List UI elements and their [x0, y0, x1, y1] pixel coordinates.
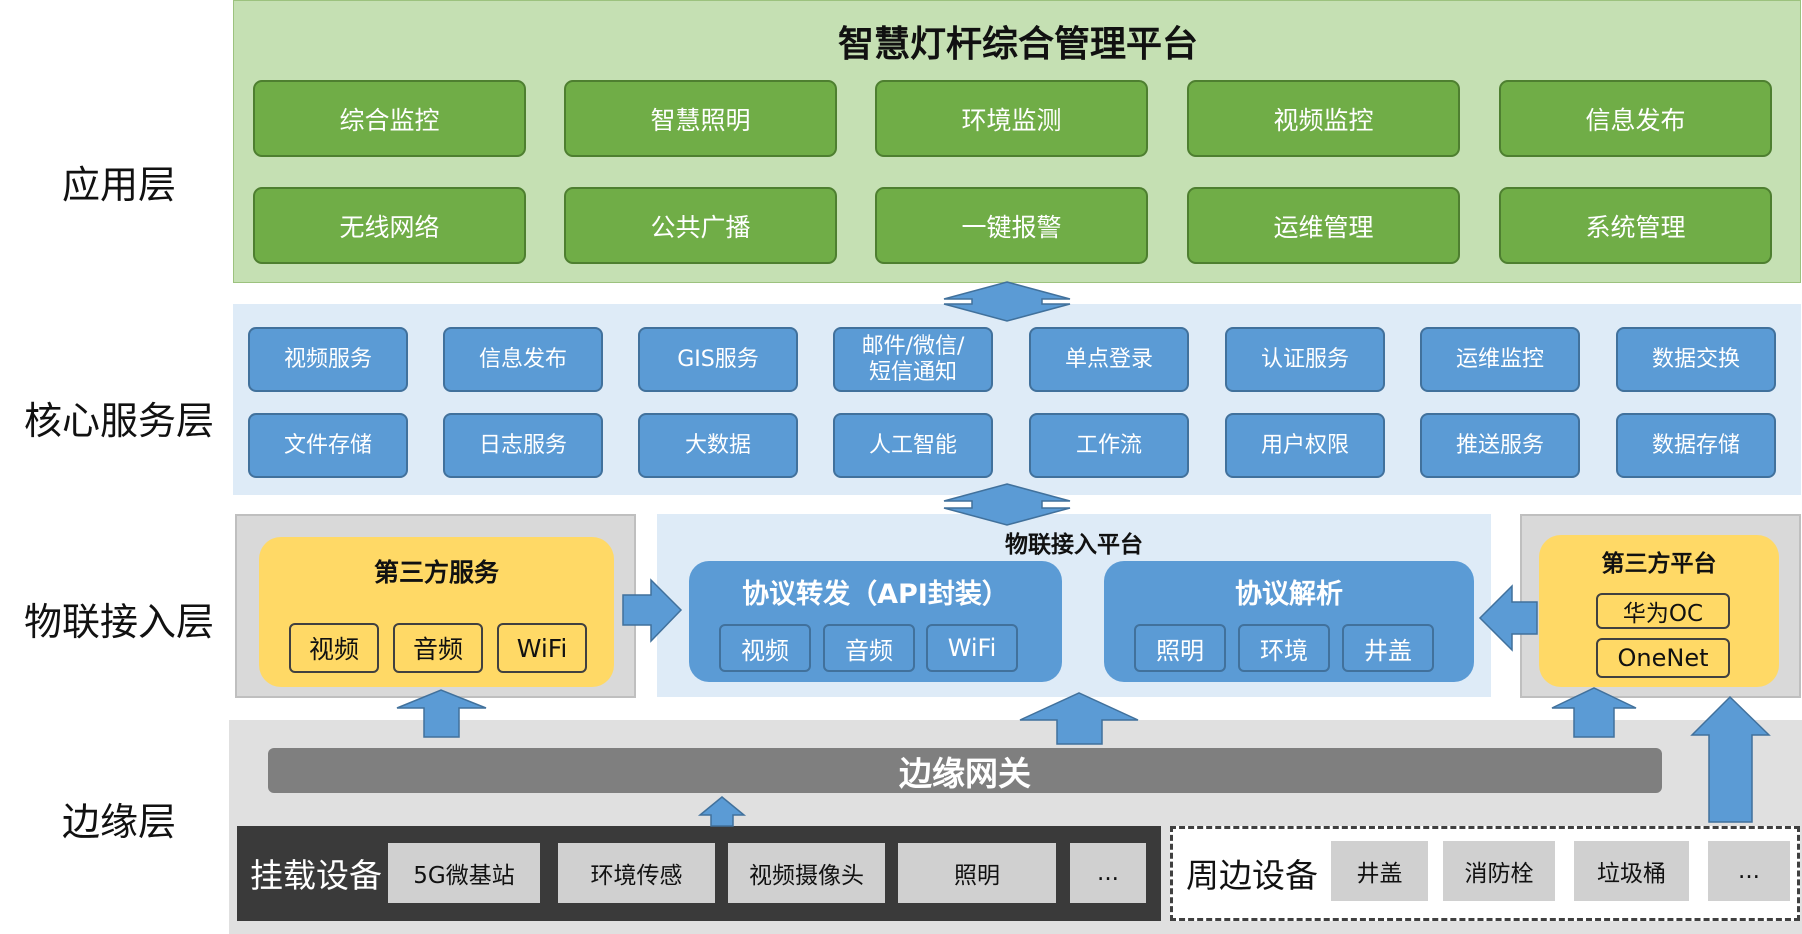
arrow-up-peripheral-to-platform — [1690, 695, 1771, 823]
protocol-tag[interactable]: 音频 — [823, 624, 915, 672]
core-service[interactable]: 邮件/微信/ 短信通知 — [833, 327, 993, 392]
service-tag[interactable]: 视频 — [289, 623, 379, 673]
arrow-left-platform-to-parse — [1478, 584, 1538, 652]
mounted-device[interactable]: 视频摄像头 — [728, 843, 885, 903]
third-party-platform-title: 第三方平台 — [1601, 551, 1717, 577]
mounted-device[interactable]: 环境传感 — [558, 843, 715, 903]
app-module[interactable]: 运维管理 — [1187, 187, 1460, 264]
core-service[interactable]: 大数据 — [638, 413, 798, 478]
core-service[interactable]: 推送服务 — [1420, 413, 1580, 478]
edge-gateway[interactable]: 边缘网关 — [268, 748, 1662, 793]
app-module[interactable]: 公共广播 — [564, 187, 837, 264]
app-module[interactable]: 一键报警 — [875, 187, 1148, 264]
third-party-service-title: 第三方服务 — [373, 558, 499, 587]
layer-label-iot: 物联接入层 — [24, 600, 215, 644]
layer-label-edge: 边缘层 — [62, 800, 177, 844]
layer-label-core: 核心服务层 — [24, 399, 215, 443]
peripheral-device[interactable]: 井盖 — [1331, 841, 1428, 901]
arrow-up-to-service — [396, 689, 487, 738]
peripheral-devices-title: 周边设备 — [1186, 856, 1318, 895]
protocol-tag[interactable]: WiFi — [926, 624, 1018, 672]
platform-title: 智慧灯杆综合管理平台 — [837, 24, 1198, 65]
core-service[interactable]: 用户权限 — [1225, 413, 1385, 478]
layer-label-application: 应用层 — [62, 163, 177, 207]
platform-tag-huawei[interactable]: 华为OC — [1596, 593, 1730, 629]
core-service[interactable]: GIS服务 — [638, 327, 798, 392]
arrow-up-device-to-gateway — [697, 796, 747, 827]
arrow-up-to-platform — [1019, 692, 1139, 745]
third-party-service-box: 第三方服务 视频 音频 WiFi — [259, 537, 614, 687]
platform-tag-onenet[interactable]: OneNet — [1596, 638, 1730, 678]
parse-tag[interactable]: 照明 — [1134, 624, 1226, 672]
third-party-platform-box: 第三方平台 华为OC OneNet — [1539, 535, 1779, 687]
protocol-parse-box: 协议解析 照明 环境 井盖 — [1104, 561, 1474, 682]
app-module[interactable]: 系统管理 — [1499, 187, 1772, 264]
app-module[interactable]: 环境监测 — [875, 80, 1148, 157]
service-tag[interactable]: 音频 — [393, 623, 483, 673]
mounted-device[interactable]: 5G微基站 — [388, 843, 540, 903]
peripheral-device-more[interactable]: ... — [1708, 841, 1790, 901]
double-arrow-app-core-icon — [943, 281, 1071, 322]
parse-tag[interactable]: 环境 — [1238, 624, 1330, 672]
protocol-parse-title: 协议解析 — [1235, 578, 1343, 610]
core-service[interactable]: 信息发布 — [443, 327, 603, 392]
app-module[interactable]: 综合监控 — [253, 80, 526, 157]
double-arrow-core-iot-icon — [943, 483, 1071, 526]
core-service[interactable]: 视频服务 — [248, 327, 408, 392]
core-service[interactable]: 数据存储 — [1616, 413, 1776, 478]
peripheral-device[interactable]: 消防栓 — [1443, 841, 1555, 901]
core-service[interactable]: 文件存储 — [248, 413, 408, 478]
core-service[interactable]: 人工智能 — [833, 413, 993, 478]
iot-platform-title: 物联接入平台 — [1005, 532, 1143, 558]
arrow-right-service-to-forward — [622, 578, 683, 643]
mounted-devices-title: 挂载设备 — [250, 856, 382, 895]
core-service[interactable]: 日志服务 — [443, 413, 603, 478]
protocol-forward-box: 协议转发（API封装） 视频 音频 WiFi — [689, 561, 1062, 682]
arrow-up-to-third-platform — [1551, 687, 1637, 738]
core-service[interactable]: 数据交换 — [1616, 327, 1776, 392]
mounted-device[interactable]: 照明 — [898, 843, 1056, 903]
protocol-tag[interactable]: 视频 — [719, 624, 811, 672]
app-module[interactable]: 智慧照明 — [564, 80, 837, 157]
app-module[interactable]: 无线网络 — [253, 187, 526, 264]
mounted-device-more[interactable]: ... — [1070, 843, 1146, 903]
app-module[interactable]: 信息发布 — [1499, 80, 1772, 157]
parse-tag[interactable]: 井盖 — [1342, 624, 1434, 672]
service-tag[interactable]: WiFi — [497, 623, 587, 673]
core-service[interactable]: 认证服务 — [1225, 327, 1385, 392]
peripheral-device[interactable]: 垃圾桶 — [1574, 841, 1689, 901]
core-service[interactable]: 单点登录 — [1029, 327, 1189, 392]
app-module[interactable]: 视频监控 — [1187, 80, 1460, 157]
core-service[interactable]: 工作流 — [1029, 413, 1189, 478]
protocol-forward-title: 协议转发（API封装） — [742, 578, 1009, 610]
core-service[interactable]: 运维监控 — [1420, 327, 1580, 392]
